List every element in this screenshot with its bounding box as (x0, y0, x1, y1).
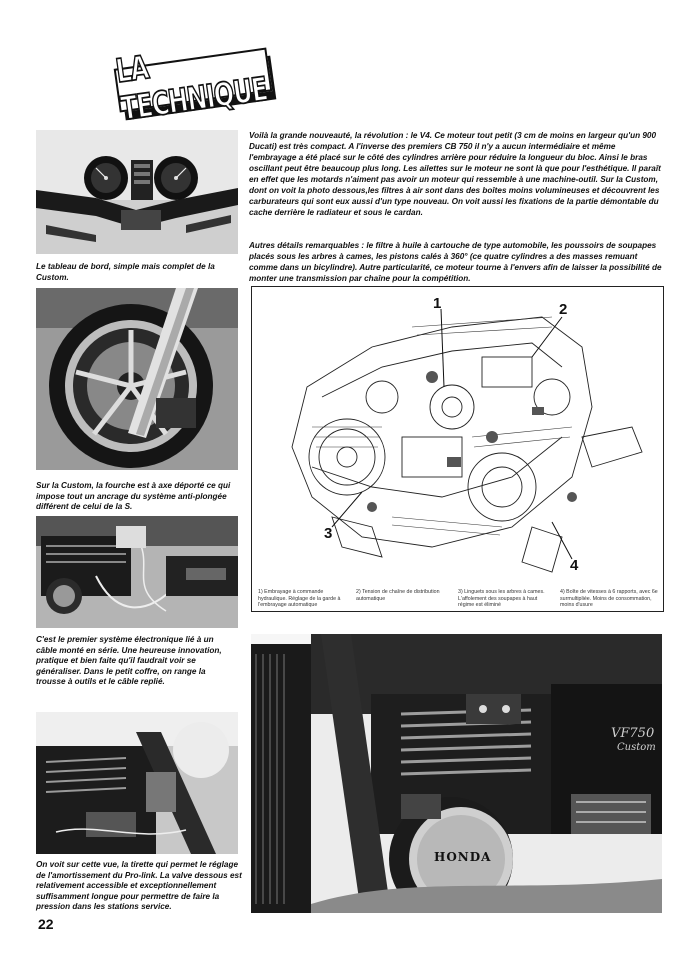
legend-item-2: 2) Tension de chaîne de distribution aut… (356, 589, 440, 602)
callout-2: 2 (559, 301, 568, 318)
prolink-caption: On voit sur cette vue, la tirette qui pe… (36, 860, 242, 911)
dashboard-photo (36, 130, 238, 254)
honda-engine-badge: HONDA (434, 850, 492, 864)
callout-3: 3 (324, 525, 333, 542)
callout-1: 1 (433, 295, 442, 312)
details-paragraph: Autres détails remarquables : le filtre … (249, 241, 662, 283)
engine-cutaway-illustration (291, 308, 643, 573)
fork-caption: Sur la Custom, la fourche est à axe dépo… (36, 481, 231, 511)
electronic-system-photo (36, 516, 238, 628)
intro-paragraph: Voilà la grande nouveauté, la révolution… (249, 131, 661, 217)
custom-engine-photo: HONDA VF750 Custom (251, 634, 662, 913)
tank-logo-model: VF750 (611, 726, 655, 741)
page-number: 22 (38, 916, 54, 932)
legend-item-3: 3) Linguets sous les arbres à cames. L'a… (458, 589, 545, 608)
prolink-photo (36, 712, 238, 854)
section-title: LA TECHNIQUE (113, 48, 270, 129)
dashboard-caption: Le tableau de bord, simple mais complet … (36, 262, 215, 282)
electronic-caption: C'est le premier système électronique li… (36, 635, 222, 686)
engine-diagram: 1 2 3 4 1) Embrayage à commande hydrauli… (251, 286, 664, 612)
front-fork-photo (36, 288, 238, 470)
callout-4: 4 (570, 557, 579, 574)
tank-logo-custom: Custom (617, 742, 656, 753)
legend-item-4: 4) Boîte de vitesses à 6 rapports, avec … (560, 589, 658, 608)
legend-item-1: 1) Embrayage à commande hydraulique. Rég… (258, 589, 341, 608)
title-banner: LA TECHNIQUE (113, 47, 273, 129)
